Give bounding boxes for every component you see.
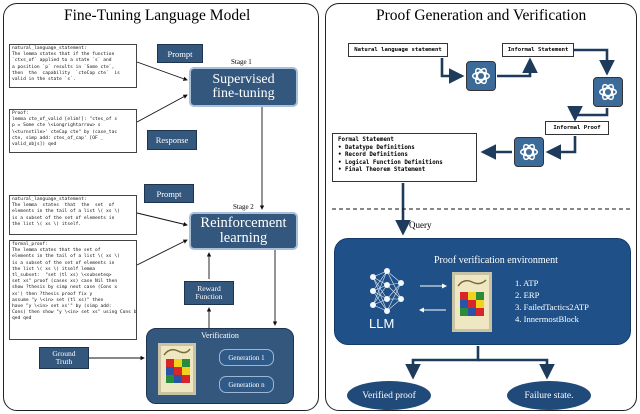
formal-item: • Final Theorem Statement [338,167,426,174]
supervised-fine-tuning-box: Supervised fine-tuning [189,67,298,107]
formal-item-text: Logical Function Definitions [344,159,443,166]
openai-logo-icon [466,61,496,91]
prompt-label-1: Prompt [157,44,203,63]
verification-label: Verification [201,331,239,340]
proof-box-1: Proof: lemma cte_of_valid [elim!]: "ctes… [9,109,137,153]
neural-network-icon [367,265,407,317]
stage-2-label: Stage 2 [233,203,254,211]
reward-line-2: Function [195,292,223,301]
formal-proof-text-2: formal_proof: The lemma states that the … [12,242,137,322]
reinforcement-learning-box: Reinforcement learning [189,212,298,250]
generation-1-box: Generation 1 [219,349,274,366]
nl-statement-box-1: natural_language_statement: The lemma st… [9,44,137,88]
rl-line-1: Reinforcement [200,215,287,232]
failure-state-node: Failure state. [507,381,591,410]
sft-line-2: fine-tuning [212,86,275,101]
nl-statement-text-2: natural_language_statement: The lemma st… [12,197,120,227]
formal-item: • Logical Function Definitions [338,159,443,166]
prompt-label-2: Prompt [144,184,194,203]
nl-statement-box-2: natural_language_statement: The lemma st… [9,195,137,235]
llm-label: LLM [369,316,395,331]
ground-line-2: Truth [55,357,73,366]
verified-proof-node: Verified proof [347,381,431,410]
formal-statement-box: Formal Statement • Datatype Definitions … [332,133,477,182]
reward-function-box: Reward Function [184,281,234,305]
fine-tuning-title: Fine-Tuning Language Model [64,7,251,24]
env-title: Proof verification environment [434,255,558,266]
formal-statement-title: Formal Statement [338,137,394,143]
reward-line-1: Reward [197,284,221,294]
informal-statement-node: Informal Statement [502,43,574,57]
formal-item-text: Record Definitions [344,152,408,159]
openai-logo-icon [593,77,623,107]
nl-statement-node: Natural language statement [348,43,448,57]
nl-statement-text-1: natural_language_statement: The lemma st… [12,46,120,83]
sft-line-1: Supervised [212,71,275,87]
isabelle-logo-icon [452,272,492,332]
proof-generation-title: Proof Generation and Verification [376,7,587,24]
tool-atp: 1. ATP [515,278,539,288]
tool-innermost-block: 4. InnermostBlock [515,314,579,324]
formal-item-text: Final Theorem Statement [344,167,426,174]
formal-item-text: Datatype Definitions [344,144,415,151]
isabelle-logo-icon [158,343,196,395]
query-label: Query [409,220,432,230]
ground-truth-box: Ground Truth [39,347,89,369]
generation-n-box: Generation n [219,376,274,393]
tools-list: 1. ATP 2. ERP 3. FailedTactics2ATP 4. In… [515,277,589,325]
tool-failed-tactics: 3. FailedTactics2ATP [515,302,589,312]
formal-item: • Datatype Definitions [338,144,415,151]
response-label: Response [147,130,197,150]
openai-logo-icon [514,137,544,167]
tool-erp: 2. ERP [515,290,540,300]
rl-line-2: learning [219,230,268,246]
proof-text-1: Proof: lemma cte_of_valid [elim!]: "ctes… [12,111,118,148]
ground-line-1: Ground [52,349,76,359]
stage-1-label: Stage 1 [231,58,252,66]
formal-proof-box-2: formal_proof: The lemma states that the … [9,240,137,340]
formal-item: • Record Definitions [338,152,408,159]
